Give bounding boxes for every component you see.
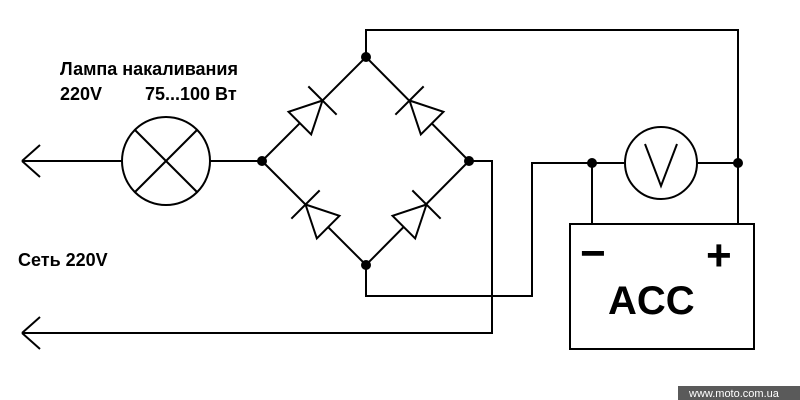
diode-icon <box>286 85 338 137</box>
battery-plus: + <box>706 231 732 280</box>
lamp-title: Лампа накаливания <box>60 59 238 79</box>
diode-icon <box>390 189 442 241</box>
top-wire <box>365 29 739 224</box>
diode-icon <box>290 189 342 241</box>
bottom-wire <box>365 162 593 297</box>
network-label: Сеть 220V <box>18 250 108 270</box>
junction-dot <box>587 158 597 168</box>
lamp-voltage: 220V <box>60 84 102 104</box>
lamp-icon <box>121 116 211 206</box>
input-wire-top <box>21 144 122 178</box>
lamp-power: 75...100 Вт <box>145 84 237 104</box>
battery-icon <box>569 223 755 350</box>
watermark-background <box>678 386 800 400</box>
voltmeter-icon <box>624 126 698 200</box>
return-wire <box>22 160 493 334</box>
watermark: www.moto.com.ua <box>688 388 780 400</box>
arrow-left-icon <box>21 316 41 350</box>
arrow-left-icon <box>21 144 41 178</box>
junction-dot <box>257 156 267 166</box>
bridge-edges <box>261 55 471 267</box>
diode-icon <box>394 85 446 137</box>
battery-label: ACC <box>608 279 695 323</box>
bridge-rectifier <box>257 52 474 270</box>
junction-dot <box>733 158 743 168</box>
battery-minus: − <box>580 229 606 278</box>
